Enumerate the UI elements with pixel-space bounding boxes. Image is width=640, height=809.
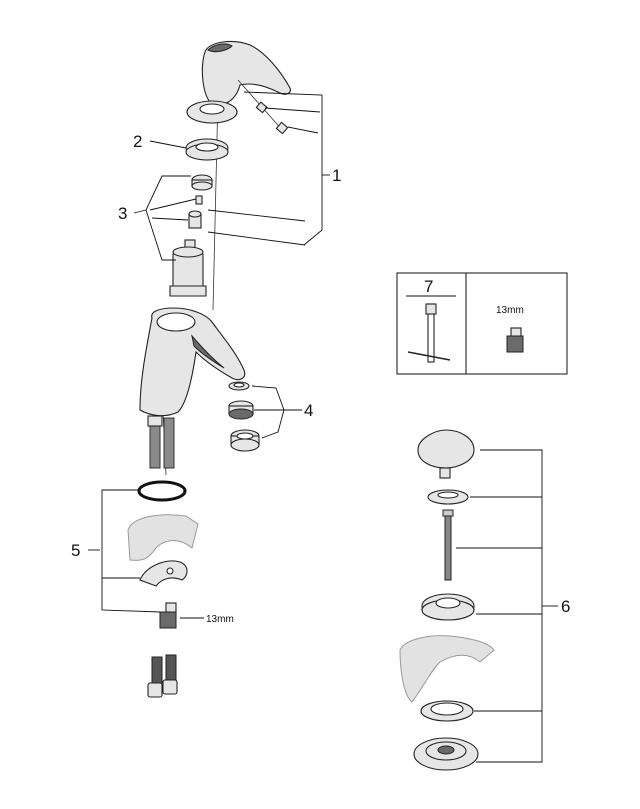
leader-part-4 — [251, 385, 302, 439]
tap-body — [139, 307, 246, 417]
tool-box — [396, 272, 568, 375]
fixing-stud — [159, 602, 177, 629]
fixing-plate — [139, 560, 188, 587]
waste-flange — [421, 593, 475, 621]
hex-socket-icon — [506, 327, 524, 353]
callout-3: 3 — [118, 204, 127, 223]
aerator-housing — [230, 429, 260, 452]
leader-part-2 — [149, 140, 187, 149]
leader-part-6 — [456, 449, 558, 763]
axis-line — [212, 94, 219, 311]
cover-cap — [186, 100, 238, 124]
set-screw — [237, 79, 289, 135]
adapter-pin — [195, 195, 203, 205]
plug-seal — [427, 489, 469, 505]
basin-surface-ghost — [399, 635, 495, 703]
hose-wrench-size: 13mm — [206, 614, 234, 625]
cartridge — [169, 239, 207, 297]
callout-4: 4 — [304, 401, 313, 420]
tool-wrench-size: 13mm — [496, 305, 524, 316]
pop-up-plug-cap — [417, 429, 475, 479]
bonnet-ring — [185, 138, 229, 161]
tool-key-icon — [407, 303, 451, 363]
cartridge-nut — [191, 174, 213, 191]
leader-part-3 — [133, 175, 197, 261]
lever-handle — [201, 40, 291, 106]
aerator-washer — [228, 381, 250, 391]
aerator-insert — [228, 400, 254, 420]
waste-nut-ring — [420, 700, 474, 722]
callout-6: 6 — [561, 597, 570, 616]
leader-part-5 — [88, 489, 204, 619]
callout-1: 1 — [332, 166, 341, 185]
plug-rod — [442, 509, 454, 581]
spindle-adapter — [188, 210, 202, 229]
o-ring — [137, 480, 187, 502]
tool-number: 7 — [424, 277, 433, 296]
callout-5: 5 — [71, 541, 80, 560]
leader-part-1 — [207, 91, 330, 246]
mounting-surface-ghost — [127, 514, 199, 561]
hose-connectors — [147, 654, 178, 698]
waste-body — [413, 737, 479, 771]
flexible-hoses — [147, 415, 175, 469]
callout-2: 2 — [133, 132, 142, 151]
